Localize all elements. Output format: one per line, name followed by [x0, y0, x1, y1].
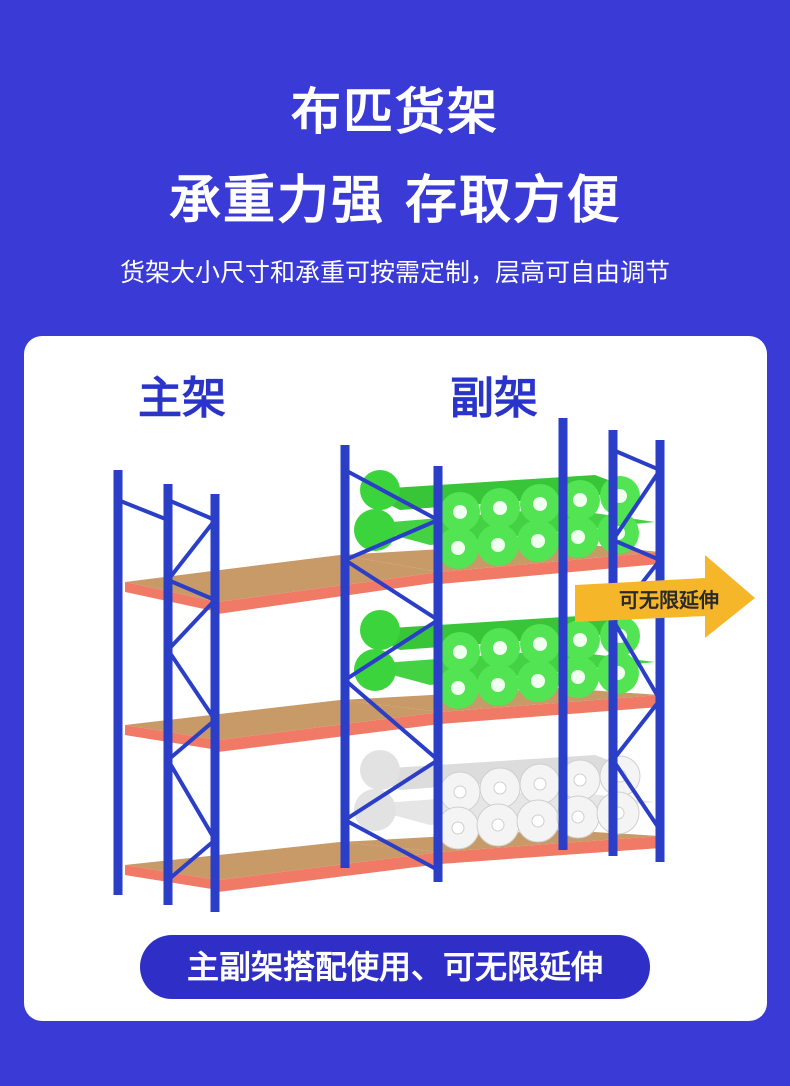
page-subtitle: 承重力强 存取方便	[168, 171, 622, 231]
page-title: 布匹货架	[291, 83, 499, 141]
usage-pill: 主副架搭配使用、可无限延伸	[140, 935, 650, 999]
arrow-label: 可无限延伸	[619, 588, 719, 612]
illustration-card	[24, 336, 767, 1021]
page-description: 货架大小尺寸和承重可按需定制，层高可自由调节	[119, 258, 670, 287]
right-arrow-icon	[575, 555, 755, 638]
sub-rack-label: 副架	[450, 373, 538, 424]
shelf-beams	[125, 552, 660, 892]
shelf-uprights	[113, 418, 665, 912]
main-rack-label: 主架	[138, 373, 226, 424]
green-fabric-rolls-middle	[354, 610, 655, 709]
